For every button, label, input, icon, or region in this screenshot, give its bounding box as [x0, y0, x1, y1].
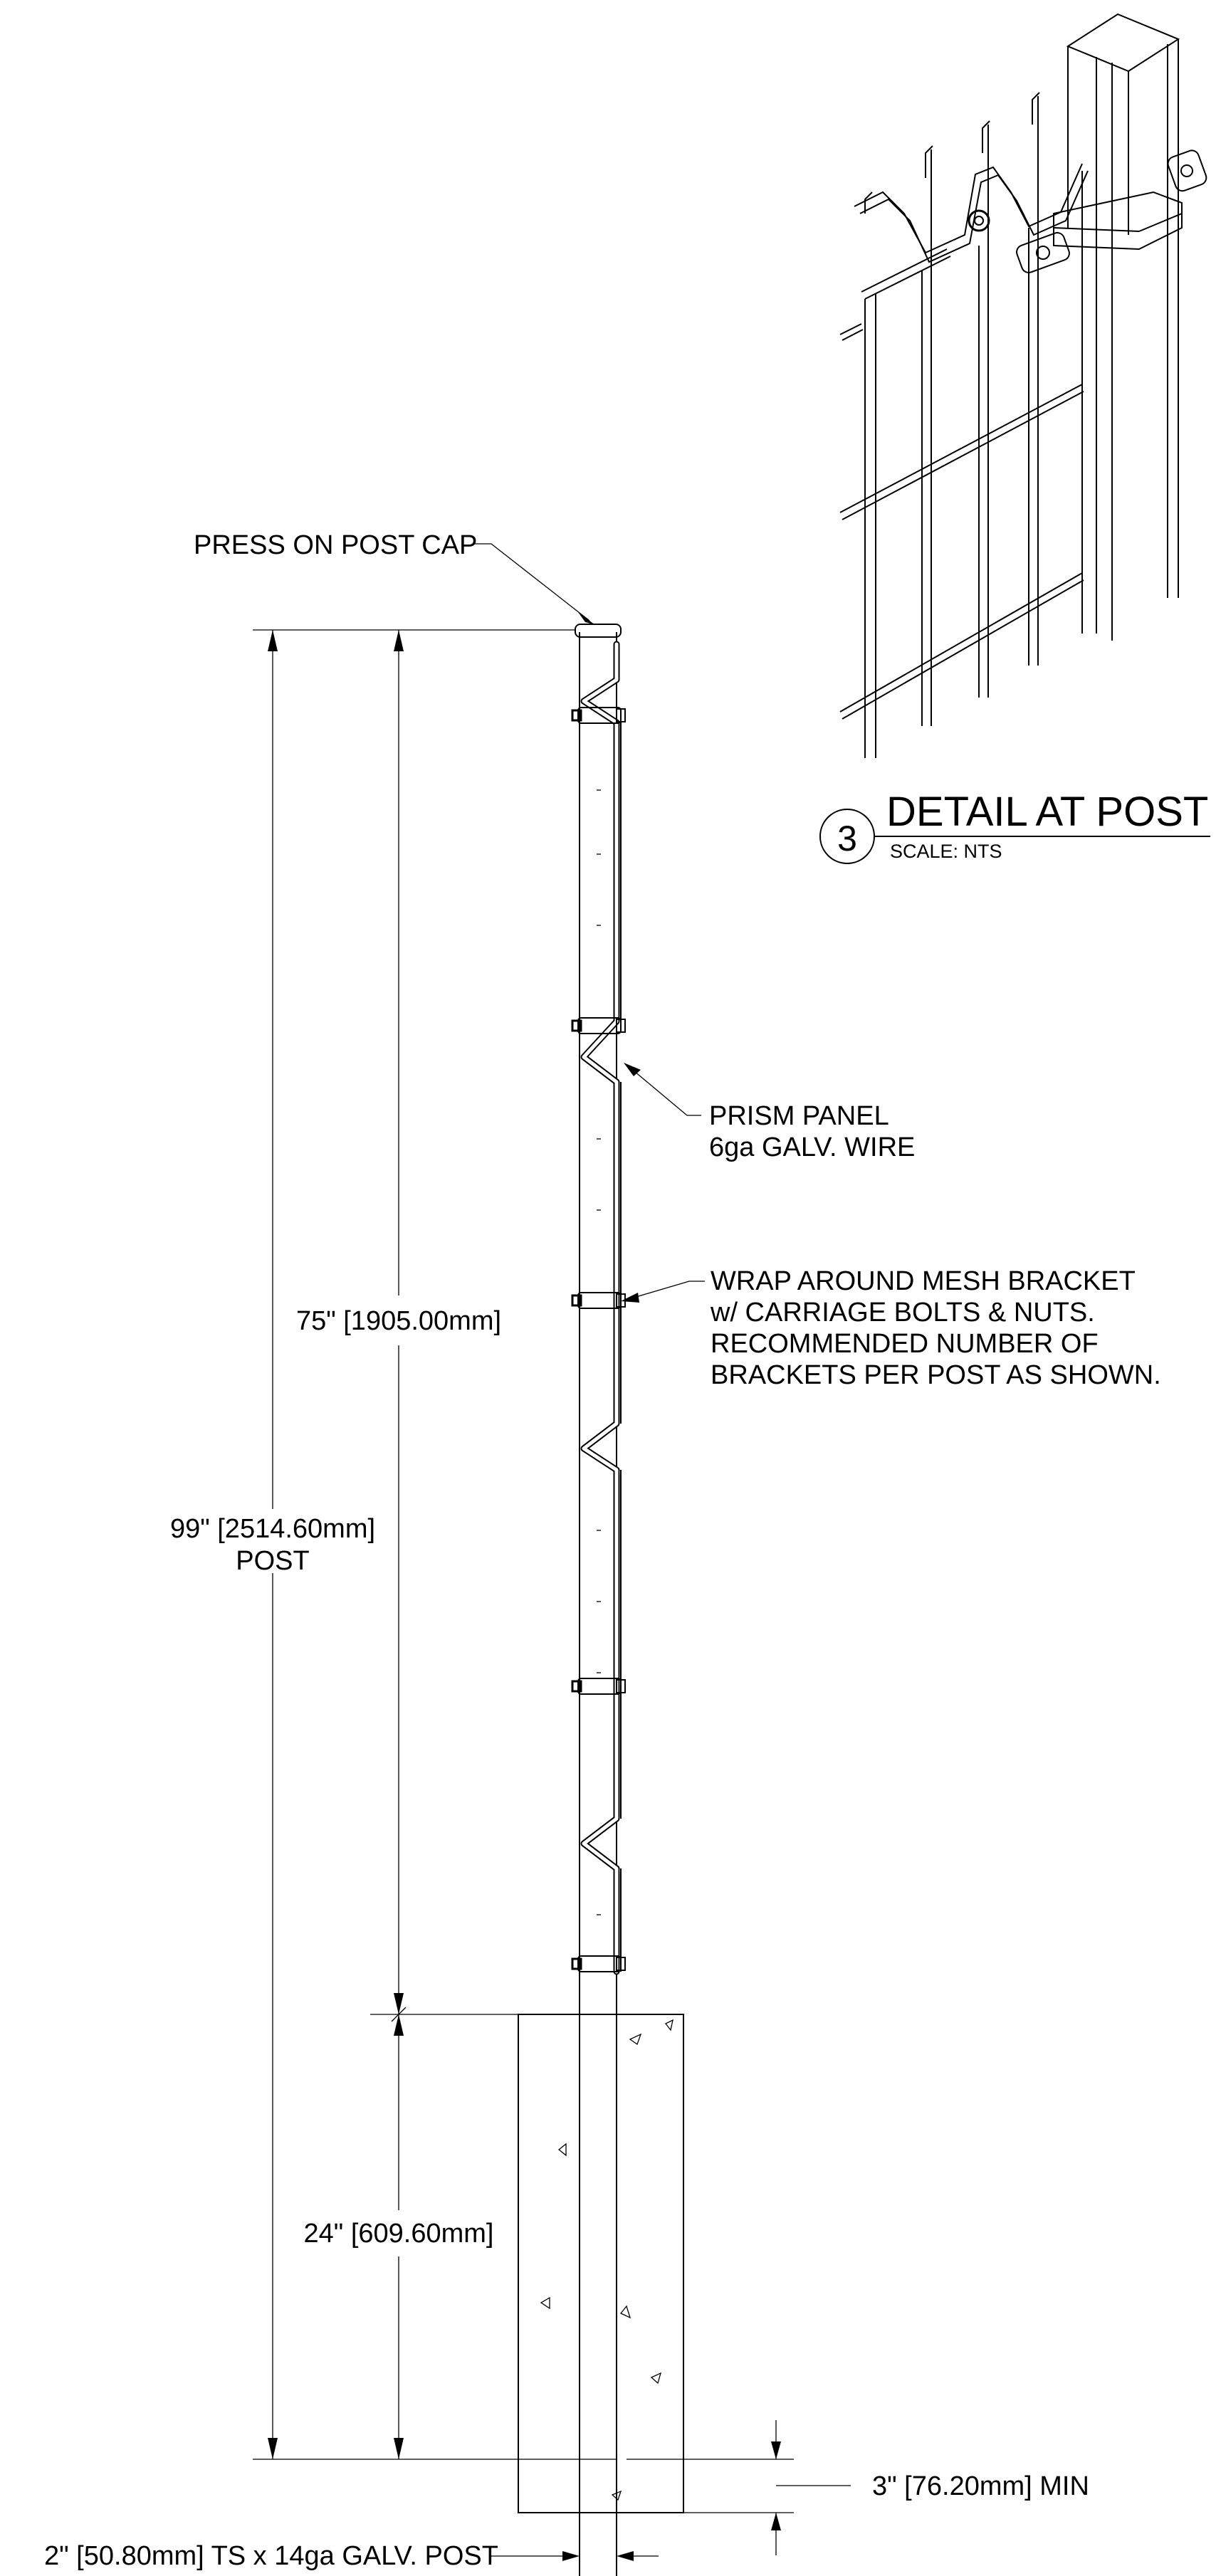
- mesh-bracket-3: [571, 1292, 626, 1309]
- mesh-bracket-1: [571, 707, 626, 724]
- dimension-overall-post: [268, 630, 278, 2459]
- dimension-above-grade-value: 75" [1905.00mm]: [296, 1306, 501, 1336]
- post-cap: [575, 624, 622, 638]
- bracket-leader: [621, 1281, 705, 1303]
- prism-panel-spec: 6ga GALV. WIRE: [709, 1132, 915, 1162]
- concrete-footing: [518, 2014, 684, 2513]
- detail-number: 3: [837, 819, 857, 858]
- detail-mesh-panel: [839, 92, 1089, 758]
- dimension-overall-label: POST: [236, 1546, 309, 1576]
- mesh-bracket-5: [571, 1955, 626, 1972]
- detail-post: [1066, 13, 1180, 641]
- detail-title-block: 3 DETAIL AT POST SCALE: NTS: [819, 789, 1210, 864]
- prism-panel-wire: [580, 641, 622, 1975]
- post-cap-leader: [473, 543, 595, 625]
- detail-scale: SCALE: NTS: [890, 841, 1002, 862]
- dimension-post-width: [491, 2551, 659, 2561]
- prism-panel-leader: [624, 1063, 701, 1116]
- dimension-overall-value: 99" [2514.60mm]: [170, 1514, 375, 1544]
- dimension-footing-min-value: 3" [76.20mm] MIN: [872, 2471, 1089, 2501]
- detail-title: DETAIL AT POST: [886, 789, 1208, 835]
- detail-at-post-view: 3 DETAIL AT POST SCALE: NTS: [819, 13, 1210, 864]
- bracket-label-line-4: BRACKETS PER POST AS SHOWN.: [711, 1360, 1161, 1390]
- prism-panel-label: PRISM PANEL: [709, 1101, 889, 1131]
- dimension-footing-min: [771, 2420, 851, 2555]
- mesh-bracket-4: [571, 1678, 626, 1695]
- bracket-label-line-3: RECOMMENDED NUMBER OF: [711, 1329, 1099, 1359]
- bracket-label-line-1: WRAP AROUND MESH BRACKET: [711, 1266, 1136, 1296]
- post-spec-label: 2" [50.80mm] TS x 14ga GALV. POST: [44, 2541, 498, 2571]
- mesh-bracket-2: [571, 1017, 626, 1034]
- bracket-label-line-2: w/ CARRIAGE BOLTS & NUTS.: [710, 1298, 1095, 1328]
- post-cap-label: PRESS ON POST CAP: [194, 530, 477, 560]
- fence-post: [579, 632, 617, 2576]
- dimension-above-grade: [391, 630, 407, 2022]
- dimension-extension-lines: [253, 629, 794, 2513]
- detail-bracket: [968, 149, 1207, 273]
- dimension-embed-value: 24" [609.60mm]: [304, 2219, 494, 2249]
- dimension-embed: [394, 2014, 404, 2459]
